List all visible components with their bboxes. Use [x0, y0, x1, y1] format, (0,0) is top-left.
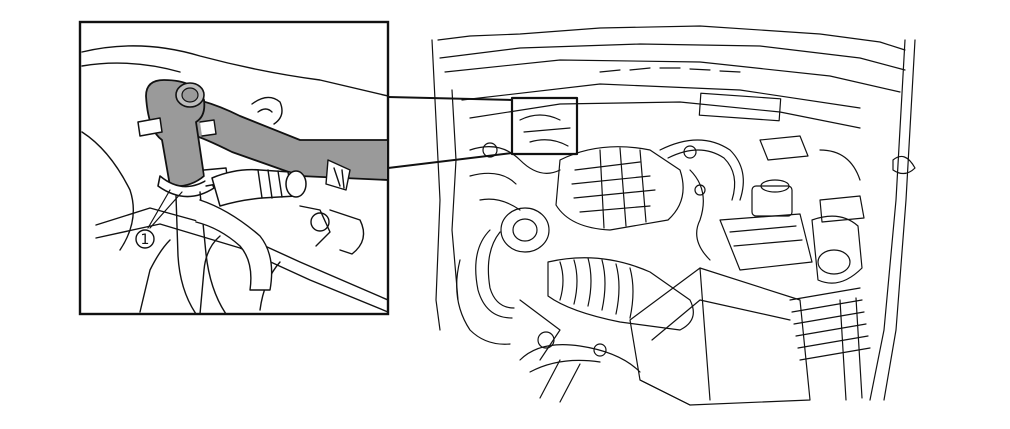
engine-bay-illustration — [431, 25, 916, 406]
callout-circle — [135, 229, 155, 249]
zoom-connector-lines — [387, 96, 513, 169]
detail-inset: 1 — [78, 20, 390, 316]
callout-label: 1 — [141, 232, 150, 248]
callout-1: 1 — [135, 229, 155, 249]
